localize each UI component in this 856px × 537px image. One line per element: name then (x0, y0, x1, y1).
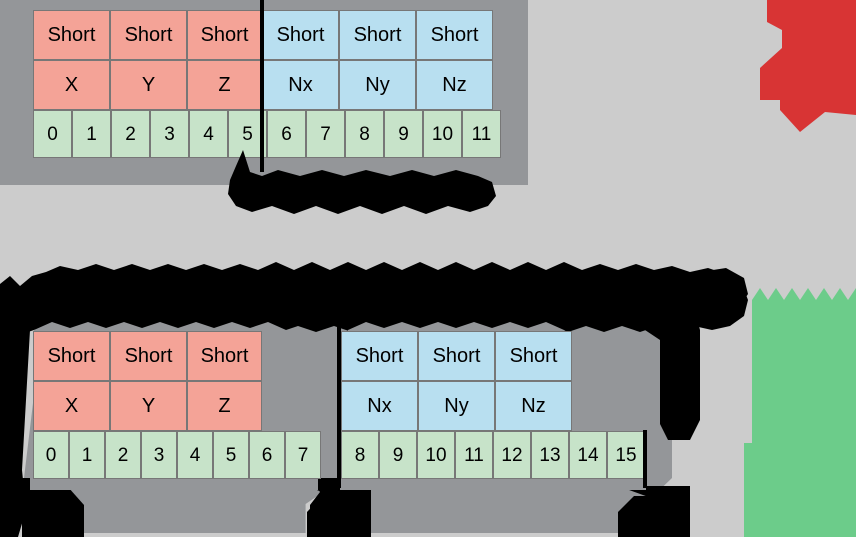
bottom-left-name-row-front: X Y Z (33, 381, 321, 431)
byte-index-cell: 6 (267, 110, 306, 158)
byte-index-cell: 10 (423, 110, 462, 158)
type-cell-nz: Short (495, 331, 572, 381)
field-cell-nz: Nz (416, 60, 493, 110)
byte-index-cell: 8 (341, 431, 379, 479)
bottom-right-type-row-front: Short Short Short (341, 331, 645, 381)
field-cell-ny: Ny (339, 60, 416, 110)
byte-index-cell: 12 (493, 431, 531, 479)
byte-index-cell: 2 (111, 110, 150, 158)
type-cell-nx: Short (262, 10, 339, 60)
top-struct-table: Short Short Short Short Short Short X Y … (33, 10, 501, 158)
type-cell-z: Short (187, 331, 262, 381)
byte-index-cell: 1 (69, 431, 105, 479)
field-cell-x: X (33, 381, 110, 431)
redaction-blob-small-right (698, 268, 748, 312)
byte-index-cell: 9 (384, 110, 423, 158)
byte-index-cell: 11 (462, 110, 501, 158)
byte-index-cell: 1 (72, 110, 111, 158)
top-type-row: Short Short Short Short Short Short (33, 10, 501, 60)
red-accent-shape (760, 0, 856, 132)
redaction-blob-left-tail (0, 300, 30, 537)
byte-index-cell: 0 (33, 431, 69, 479)
byte-index-cell: 13 (531, 431, 569, 479)
type-cell-ny: Short (418, 331, 495, 381)
byte-index-cell: 14 (569, 431, 607, 479)
byte-index-cell: 2 (105, 431, 141, 479)
top-group-divider (260, 0, 264, 172)
bottom-left-type-row-front: Short Short Short (33, 331, 321, 381)
type-cell-x: Short (33, 10, 110, 60)
field-cell-ny: Ny (418, 381, 495, 431)
bottom-group-divider-front (337, 318, 341, 488)
field-cell-nx: Nx (341, 381, 418, 431)
type-cell-y: Short (110, 10, 187, 60)
field-cell-y: Y (110, 60, 187, 110)
byte-index-cell: 8 (345, 110, 384, 158)
byte-index-cell: 3 (141, 431, 177, 479)
field-cell-z: Z (187, 381, 262, 431)
type-cell-ny: Short (339, 10, 416, 60)
field-cell-nz: Nz (495, 381, 572, 431)
byte-index-cell: 7 (285, 431, 321, 479)
green-accent-shape (744, 288, 856, 537)
byte-index-cell: 10 (417, 431, 455, 479)
type-cell-z: Short (187, 10, 262, 60)
field-cell-nx: Nx (262, 60, 339, 110)
type-cell-nz: Short (416, 10, 493, 60)
byte-index-cell: 11 (455, 431, 493, 479)
byte-index-cell: 5 (213, 431, 249, 479)
type-cell-x: Short (33, 331, 110, 381)
field-cell-z: Z (187, 60, 262, 110)
byte-index-cell: 7 (306, 110, 345, 158)
field-cell-x: X (33, 60, 110, 110)
type-cell-y: Short (110, 331, 187, 381)
byte-index-cell: 0 (33, 110, 72, 158)
byte-index-cell: 4 (189, 110, 228, 158)
byte-index-cell: 9 (379, 431, 417, 479)
bottom-right-name-row-front: Nx Ny Nz (341, 381, 645, 431)
byte-index-cell: 3 (150, 110, 189, 158)
byte-index-cell: 15 (607, 431, 645, 479)
bottom-right-end-divider-front (643, 430, 647, 488)
byte-index-cell: 4 (177, 431, 213, 479)
field-cell-y: Y (110, 381, 187, 431)
top-name-row: X Y Z Nx Ny Nz (33, 60, 501, 110)
byte-index-cell: 6 (249, 431, 285, 479)
type-cell-nx: Short (341, 331, 418, 381)
